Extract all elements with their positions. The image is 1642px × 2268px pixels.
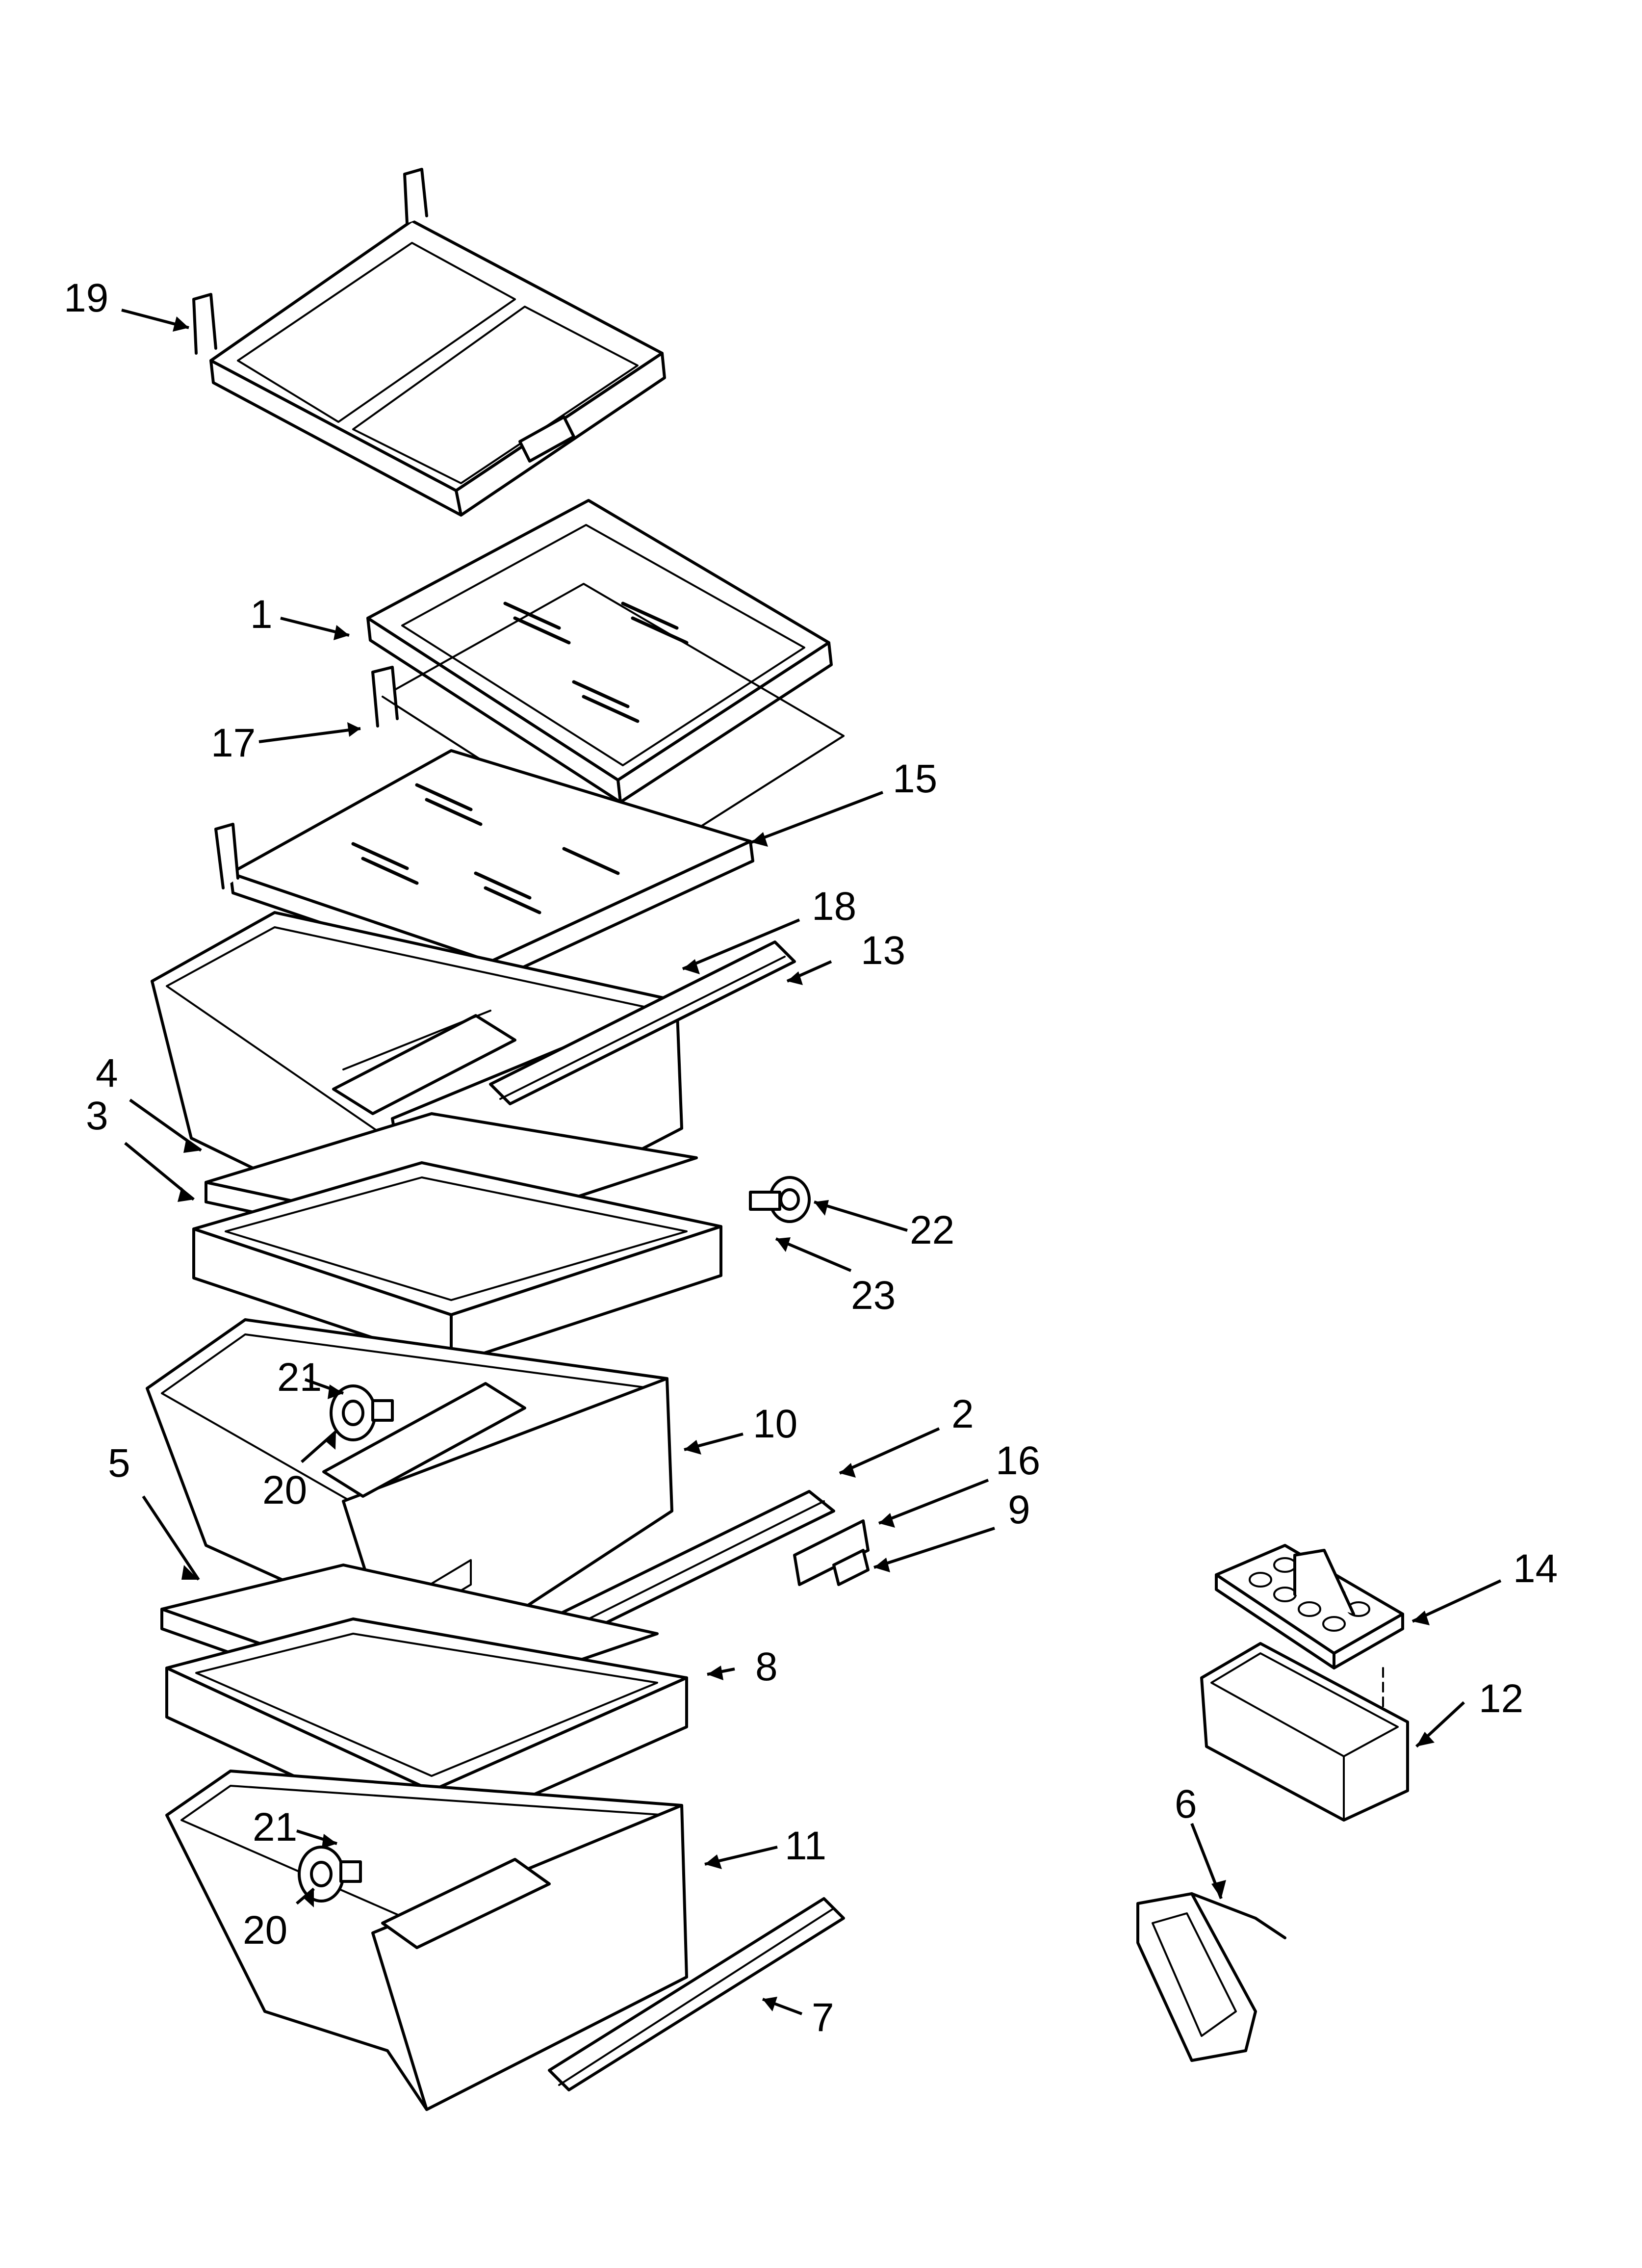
callout-12: 12	[1479, 1676, 1523, 1721]
callout-15: 15	[893, 756, 937, 801]
part-14-egg-tray	[1215, 1544, 1404, 1669]
callout-2: 2	[951, 1392, 974, 1436]
part-16-9-brackets	[793, 1519, 870, 1586]
callout-10: 10	[753, 1402, 797, 1446]
part-22-23-roller-screw	[749, 1176, 811, 1223]
callout-labels: 19 1 17 15 18 13 4 3 22 23 21 20 10 2 16…	[64, 276, 1558, 2040]
callout-11: 11	[785, 1824, 826, 1868]
part-7-drawer-trim	[548, 1897, 845, 2091]
part-20-21-roller-upper	[330, 1384, 394, 1441]
part-13-drawer-trim	[489, 940, 796, 1105]
callout-21-lower: 21	[253, 1805, 297, 1850]
part-12-egg-bin	[1200, 1642, 1409, 1822]
part-6-holder	[1136, 1892, 1286, 2062]
callout-13: 13	[861, 928, 905, 973]
callout-14: 14	[1513, 1546, 1558, 1591]
callout-4: 4	[96, 1051, 118, 1095]
callout-16: 16	[996, 1438, 1040, 1483]
callout-7: 7	[812, 1995, 834, 2040]
callout-20-lower: 20	[243, 1908, 287, 1953]
part-20-21-roller-lower	[298, 1846, 362, 1903]
callout-23: 23	[851, 1273, 896, 1318]
part-1-glass-shelf	[366, 499, 833, 804]
callout-22: 22	[910, 1208, 954, 1252]
callout-8: 8	[755, 1644, 778, 1689]
callout-20-upper: 20	[262, 1468, 307, 1512]
callout-3: 3	[86, 1094, 108, 1138]
callout-21-upper: 21	[277, 1355, 322, 1400]
callout-9: 9	[1008, 1487, 1030, 1532]
callout-6: 6	[1175, 1782, 1197, 1826]
callout-17: 17	[211, 721, 256, 765]
callout-18: 18	[812, 884, 856, 929]
part-3-crisper-cover-frame	[192, 1161, 722, 1365]
part-19-shelf-frame	[192, 168, 666, 517]
callout-1: 1	[250, 592, 273, 637]
callout-19: 19	[64, 276, 108, 320]
callout-5: 5	[108, 1441, 130, 1486]
leader-arrowheads	[173, 316, 1435, 2011]
part-11-crisper-drawer	[165, 1770, 688, 2111]
